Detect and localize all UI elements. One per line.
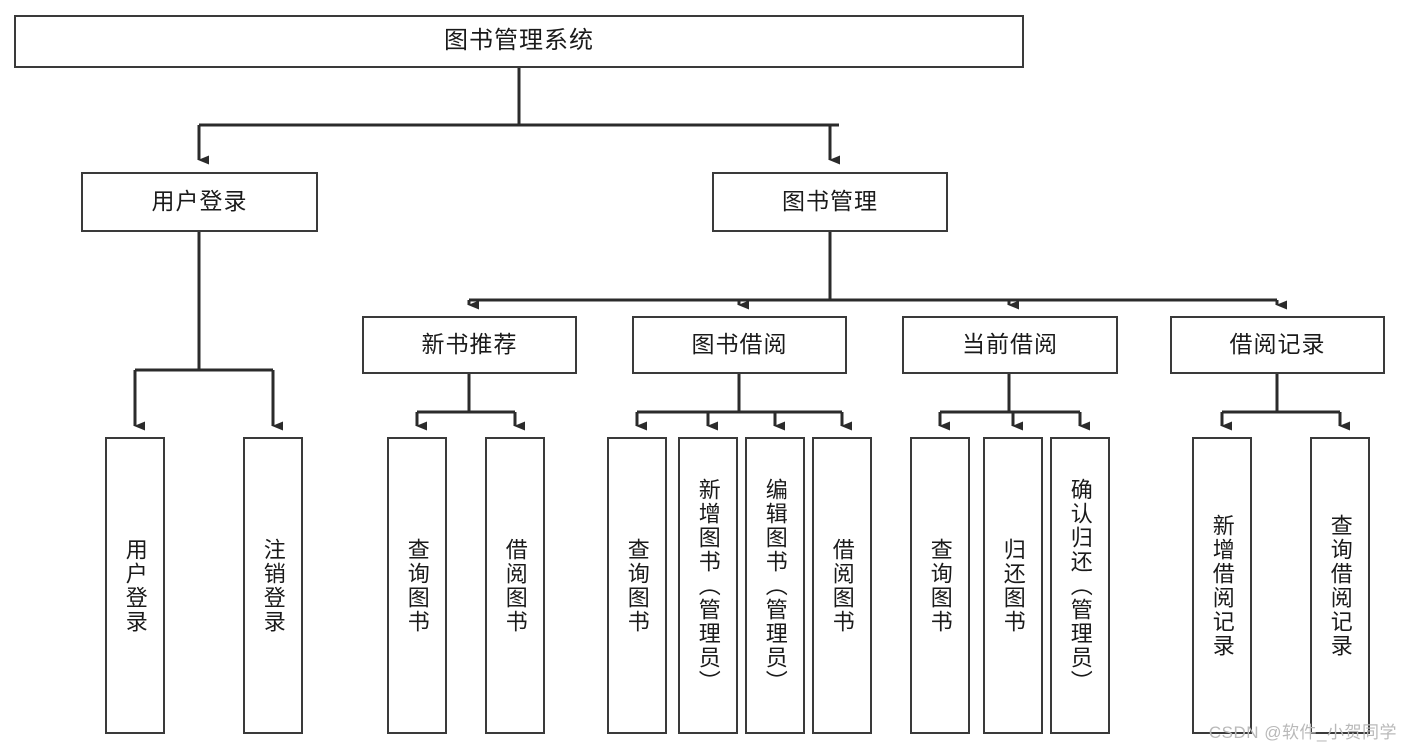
- node-leaf-rec-query-label: 查询图书: [404, 537, 430, 634]
- node-leaf-bb-query[interactable]: 查询图书: [607, 437, 667, 734]
- node-leaf-br-query-label: 查询借阅记录: [1327, 513, 1353, 658]
- node-leaf-rec-borrow-label: 借阅图书: [502, 537, 528, 634]
- node-leaf-bb-edit[interactable]: 编辑图书（管理员）: [745, 437, 805, 734]
- node-user-login[interactable]: 用户登录: [81, 172, 318, 232]
- node-leaf-bb-borrow[interactable]: 借阅图书: [812, 437, 872, 734]
- node-borrow-record[interactable]: 借阅记录: [1170, 316, 1385, 374]
- node-leaf-rec-borrow[interactable]: 借阅图书: [485, 437, 545, 734]
- node-new-book-rec[interactable]: 新书推荐: [362, 316, 577, 374]
- node-leaf-cb-return-label: 归还图书: [1000, 537, 1026, 634]
- node-leaf-br-query[interactable]: 查询借阅记录: [1310, 437, 1370, 734]
- node-leaf-user-login-label: 用户登录: [122, 537, 148, 634]
- node-root-label: 图书管理系统: [444, 27, 594, 55]
- node-leaf-user-logout[interactable]: 注销登录: [243, 437, 303, 734]
- node-book-manage-label: 图书管理: [782, 188, 878, 215]
- node-user-login-label: 用户登录: [151, 188, 248, 215]
- node-leaf-cb-return[interactable]: 归还图书: [983, 437, 1043, 734]
- node-leaf-bb-add-label: 新增图书（管理员）: [695, 477, 721, 694]
- node-leaf-bb-query-label: 查询图书: [624, 537, 650, 634]
- node-current-borrow-label: 当前借阅: [962, 331, 1058, 358]
- node-leaf-bb-edit-label: 编辑图书（管理员）: [762, 477, 788, 694]
- node-leaf-rec-query[interactable]: 查询图书: [387, 437, 447, 734]
- node-book-borrow-label: 图书借阅: [691, 331, 788, 358]
- node-root[interactable]: 图书管理系统: [14, 15, 1024, 68]
- node-leaf-bb-borrow-label: 借阅图书: [829, 537, 855, 634]
- watermark: CSDN @软件_小贺同学: [1208, 723, 1397, 742]
- node-borrow-record-label: 借阅记录: [1229, 331, 1326, 358]
- node-book-borrow[interactable]: 图书借阅: [632, 316, 847, 374]
- node-leaf-br-add-label: 新增借阅记录: [1209, 513, 1235, 658]
- node-leaf-user-login[interactable]: 用户登录: [105, 437, 165, 734]
- node-book-manage[interactable]: 图书管理: [712, 172, 948, 232]
- node-leaf-br-add[interactable]: 新增借阅记录: [1192, 437, 1252, 734]
- node-leaf-bb-add[interactable]: 新增图书（管理员）: [678, 437, 738, 734]
- node-leaf-user-logout-label: 注销登录: [260, 537, 286, 634]
- node-leaf-cb-confirm-label: 确认归还（管理员）: [1067, 477, 1093, 694]
- node-leaf-cb-query-label: 查询图书: [927, 537, 953, 634]
- node-new-book-rec-label: 新书推荐: [421, 331, 518, 358]
- node-leaf-cb-query[interactable]: 查询图书: [910, 437, 970, 734]
- node-current-borrow[interactable]: 当前借阅: [902, 316, 1118, 374]
- node-leaf-cb-confirm[interactable]: 确认归还（管理员）: [1050, 437, 1110, 734]
